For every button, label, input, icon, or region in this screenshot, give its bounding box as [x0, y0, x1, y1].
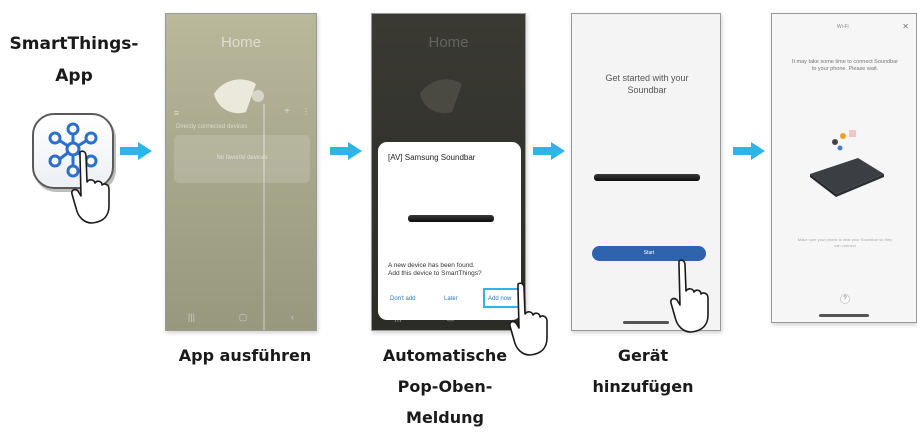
phone-screen-connecting: Wi-Fi ✕ It may take some time to connect…: [771, 13, 917, 323]
recent-apps-icon[interactable]: |||: [187, 312, 195, 322]
lamp-icon: [420, 79, 462, 114]
arrow-right-icon: [120, 142, 152, 160]
smartthings-logo-icon: [48, 122, 98, 178]
step-caption-1: App ausführen: [160, 340, 330, 371]
hand-tap-icon: [71, 150, 110, 224]
add-now-button[interactable]: Add now: [488, 296, 512, 302]
phone-screen-home: Home ≡ + ⋮ Directly connected devices No…: [165, 13, 317, 331]
popup-message-line2: Add this device to SmartThings?: [388, 270, 482, 277]
dont-add-button[interactable]: Don't add: [390, 296, 416, 302]
soundbar-image: [594, 174, 700, 181]
home-nav-icon[interactable]: ▢: [446, 311, 455, 322]
favorites-card-text: No favorite devices: [216, 155, 268, 161]
arrow-right-icon: [733, 142, 765, 160]
hand-tap-icon: [509, 282, 548, 356]
home-title: Home: [220, 34, 261, 51]
soundbar-image: [408, 215, 494, 222]
favorites-card[interactable]: No favorite devices: [174, 135, 310, 183]
step-caption-2-line3: Meldung: [406, 408, 484, 427]
proximity-hint-line2: can connect: [834, 243, 856, 248]
back-icon[interactable]: ‹: [291, 312, 295, 322]
back-icon[interactable]: ‹: [499, 312, 503, 322]
proximity-hint: Make sure your phone is near your Soundb…: [782, 237, 908, 249]
step-caption-2-line2: Pop-Oben-: [397, 377, 493, 396]
add-icon[interactable]: +: [284, 106, 290, 117]
proximity-hint-line1: Make sure your phone is near your Soundb…: [797, 237, 893, 242]
smartthings-app-icon[interactable]: [32, 113, 114, 189]
start-button[interactable]: Start: [592, 246, 706, 261]
home-indicator: [623, 321, 669, 324]
close-icon[interactable]: ✕: [902, 22, 909, 31]
arrow-right-icon: [533, 142, 565, 160]
recent-apps-icon[interactable]: |||: [394, 312, 402, 322]
connect-note: It may take some time to connect Soundba…: [780, 59, 910, 73]
connected-devices-label: Directly connected devices: [176, 124, 248, 130]
more-icon[interactable]: ⋮: [302, 107, 310, 116]
get-started-title: Get started with your Soundbar: [584, 72, 710, 96]
step-caption-2: Automatische Pop-Oben- Meldung: [360, 340, 530, 433]
phone-connecting-illustration: [810, 130, 884, 197]
get-started-title-line1: Get started with your: [605, 73, 689, 83]
step-caption-3-line1: Gerät: [617, 346, 669, 365]
home-indicator: [819, 314, 869, 317]
step-caption-2-line1: Automatische: [382, 346, 508, 365]
connect-note-line1: It may take some time to connect Soundba…: [791, 59, 899, 65]
help-icon[interactable]: ?: [840, 294, 850, 304]
popup-title: [AV] Samsung Soundbar: [388, 153, 476, 162]
step-caption-3-line2: hinzufügen: [592, 377, 694, 396]
nav-bar: ||| ▢ ‹: [372, 304, 525, 330]
phone-screen-popup: Home [AV] Samsung Soundbar A new device …: [371, 13, 526, 331]
wifi-label: Wi-Fi: [837, 24, 849, 30]
nav-bar: ||| ▢ ‹: [166, 304, 316, 330]
app-title: SmartThings- App: [4, 28, 144, 92]
app-title-line1: SmartThings-: [9, 34, 139, 54]
connect-note-line2: to your phone. Please wait.: [811, 66, 879, 72]
home-title-dimmed: Home: [428, 34, 469, 51]
step-caption-1-line1: App ausführen: [178, 346, 312, 365]
hand-tap-icon: [670, 259, 709, 333]
lamp-icon: [214, 79, 265, 330]
popup-message-line1: A new device has been found.: [388, 262, 475, 269]
menu-icon[interactable]: ≡: [174, 108, 180, 118]
home-nav-icon[interactable]: ▢: [238, 311, 248, 322]
step-caption-3: Gerät hinzufügen: [568, 340, 718, 402]
arrow-right-icon: [330, 142, 362, 160]
get-started-title-line2: Soundbar: [627, 85, 667, 95]
app-title-line2: App: [55, 66, 93, 86]
later-button[interactable]: Later: [444, 296, 458, 302]
phone-screen-get-started: Get started with your Soundbar Start: [571, 13, 721, 331]
popup-message: A new device has been found. Add this de…: [388, 262, 513, 278]
device-found-popup: [AV] Samsung Soundbar A new device has b…: [378, 142, 521, 320]
